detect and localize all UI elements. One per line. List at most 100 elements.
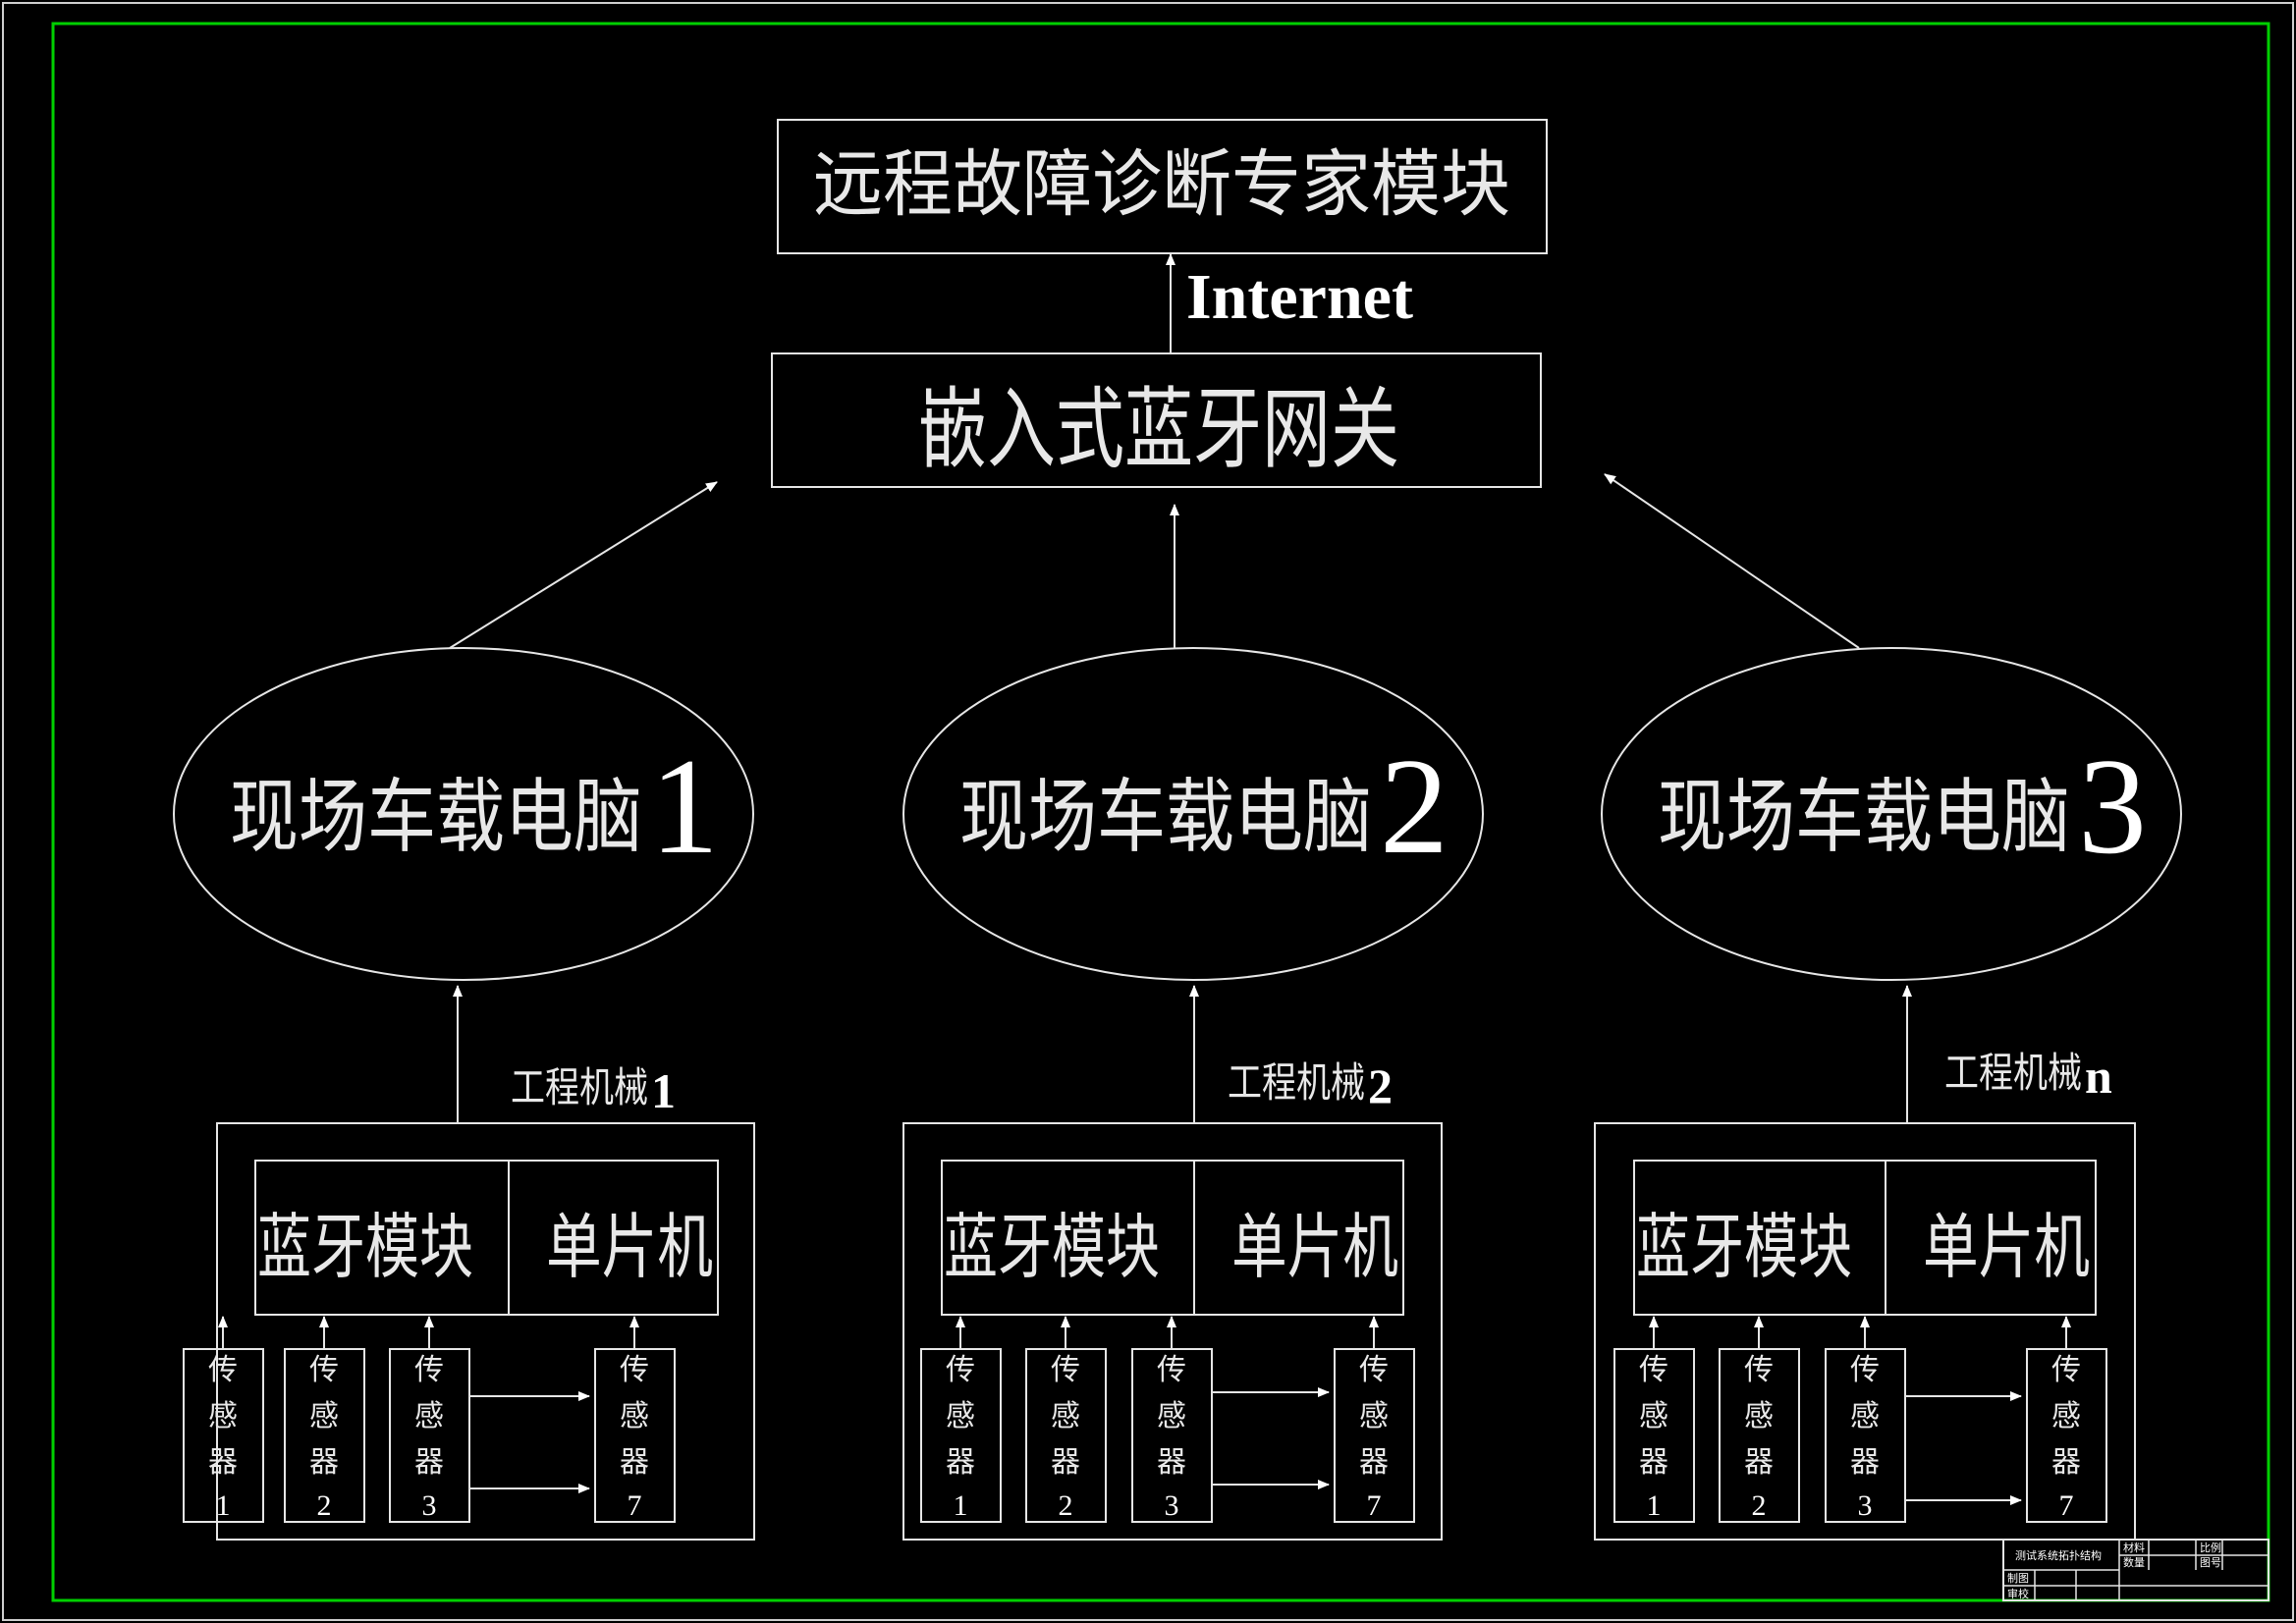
vehicle-computer-label: 现场车载电脑 <box>959 771 1372 864</box>
sensor-char: 感 <box>309 1399 339 1434</box>
sensor-char: 器 <box>1639 1445 1668 1480</box>
title-block-title: 测试系统拓扑结构 <box>2015 1548 2102 1562</box>
sensor-char: 感 <box>1639 1399 1668 1434</box>
gateway-box: 嵌入式蓝牙网关 <box>771 352 1542 488</box>
sensor-char: 感 <box>1359 1399 1389 1434</box>
sensor-char: 传 <box>1157 1353 1186 1387</box>
sensor-char: 传 <box>1051 1353 1080 1387</box>
sensor-2: 传感器 2 <box>1719 1316 1800 1523</box>
sensor-number: 2 <box>317 1489 332 1522</box>
vehicle-computer-ellipse <box>173 647 754 981</box>
machine-number: 1 <box>651 1063 676 1118</box>
sensor-char: 感 <box>620 1399 649 1434</box>
sensor-char: 器 <box>1051 1445 1080 1480</box>
bluetooth-module-label: 蓝牙模块 <box>257 1206 473 1288</box>
sensor-char: 感 <box>1157 1399 1186 1434</box>
mcu-label: 单片机 <box>546 1206 713 1288</box>
sensor-number: 2 <box>1752 1489 1767 1522</box>
machine-box <box>1594 1122 2136 1541</box>
sensor-char: 感 <box>1850 1399 1880 1434</box>
machine-label: 工程机械 <box>1944 1049 2082 1097</box>
sensor-char: 传 <box>414 1353 444 1387</box>
module-box <box>254 1160 719 1316</box>
sensor-number: 3 <box>1165 1489 1179 1522</box>
bluetooth-module-label: 蓝牙模块 <box>1636 1206 1852 1288</box>
title-block-drawn-by: 制图 <box>2007 1572 2029 1585</box>
sensor-number: 1 <box>216 1489 231 1522</box>
sensor-char: 传 <box>1744 1353 1774 1387</box>
sensor-char: 传 <box>208 1353 238 1387</box>
sensor-char: 器 <box>208 1445 238 1480</box>
vehicle-computer-number: 1 <box>650 730 719 883</box>
sensor-char: 传 <box>620 1353 649 1387</box>
sensor-number: 1 <box>1647 1489 1662 1522</box>
sensor-char: 感 <box>414 1399 444 1434</box>
sensor-char: 器 <box>946 1445 975 1480</box>
arrow-computer3-gateway <box>1604 473 1860 649</box>
sensor-number: 7 <box>2059 1489 2074 1522</box>
sensor-char: 器 <box>2051 1445 2081 1480</box>
sensor-7: 传感器 7 <box>594 1316 676 1523</box>
sensor-char: 器 <box>1359 1445 1389 1480</box>
title-block-quantity: 数量 <box>2123 1556 2145 1569</box>
sensor-char: 器 <box>1157 1445 1186 1480</box>
machine-label: 工程机械 <box>511 1063 648 1111</box>
sensor-char: 传 <box>309 1353 339 1387</box>
internet-label: Internet <box>1186 261 1413 333</box>
sensor-7: 传感器 7 <box>1334 1316 1415 1523</box>
title-block-drawing-no: 图号 <box>2200 1556 2221 1569</box>
sensor-number: 3 <box>422 1489 437 1522</box>
module-box <box>941 1160 1404 1316</box>
gateway-label: 嵌入式蓝牙网关 <box>918 378 1399 481</box>
sensor-char: 感 <box>1744 1399 1774 1434</box>
sensor-char: 传 <box>1359 1353 1389 1387</box>
sensor-char: 器 <box>309 1445 339 1480</box>
vehicle-computer-ellipse <box>1601 647 2182 981</box>
machine-number: 2 <box>1368 1058 1393 1113</box>
sensor-number: 3 <box>1858 1489 1873 1522</box>
vehicle-computer-number: 3 <box>2078 730 2147 883</box>
expert-module-label: 远程故障诊断专家模块 <box>813 142 1510 227</box>
sensor-1: 传感器 1 <box>183 1316 264 1523</box>
machine-box <box>216 1122 755 1541</box>
sensor-char: 感 <box>208 1399 238 1434</box>
arrow-computer1-gateway <box>449 481 718 649</box>
sensor-3: 传感器 3 <box>1825 1316 1906 1523</box>
expert-module-box: 远程故障诊断专家模块 <box>777 119 1548 254</box>
sensor-char: 传 <box>2051 1353 2081 1387</box>
sensor-number: 7 <box>628 1489 642 1522</box>
title-block-checked-by: 审校 <box>2007 1587 2029 1600</box>
drawing-frame <box>51 22 2270 1602</box>
sensor-char: 器 <box>620 1445 649 1480</box>
mcu-label: 单片机 <box>1923 1206 2090 1288</box>
vehicle-computer-number: 2 <box>1380 730 1449 883</box>
sensor-number: 7 <box>1367 1489 1382 1522</box>
sensor-char: 器 <box>1744 1445 1774 1480</box>
vehicle-computer-label: 现场车载电脑 <box>230 771 642 864</box>
sensor-number: 2 <box>1059 1489 1073 1522</box>
sensor-number: 1 <box>954 1489 968 1522</box>
sensor-char: 器 <box>414 1445 444 1480</box>
machine-box <box>902 1122 1443 1541</box>
sensor-char: 传 <box>1639 1353 1668 1387</box>
sensor-2: 传感器 2 <box>1025 1316 1107 1523</box>
sensor-char: 传 <box>1850 1353 1880 1387</box>
sensor-char: 感 <box>2051 1399 2081 1434</box>
title-block: 测试系统拓扑结构 材料 数量 比例 图号 制图 审校 <box>2002 1539 2269 1601</box>
sensor-char: 感 <box>1051 1399 1080 1434</box>
sensor-2: 传感器 2 <box>284 1316 365 1523</box>
vehicle-computer-label: 现场车载电脑 <box>1658 771 2070 864</box>
sensor-3: 传感器 3 <box>1131 1316 1213 1523</box>
sensor-1: 传感器 1 <box>1613 1316 1695 1523</box>
sensor-char: 器 <box>1850 1445 1880 1480</box>
machine-number: n <box>2085 1049 2112 1104</box>
module-box <box>1633 1160 2097 1316</box>
title-block-material: 材料 <box>2123 1541 2145 1554</box>
vehicle-computer-ellipse <box>902 647 1484 981</box>
